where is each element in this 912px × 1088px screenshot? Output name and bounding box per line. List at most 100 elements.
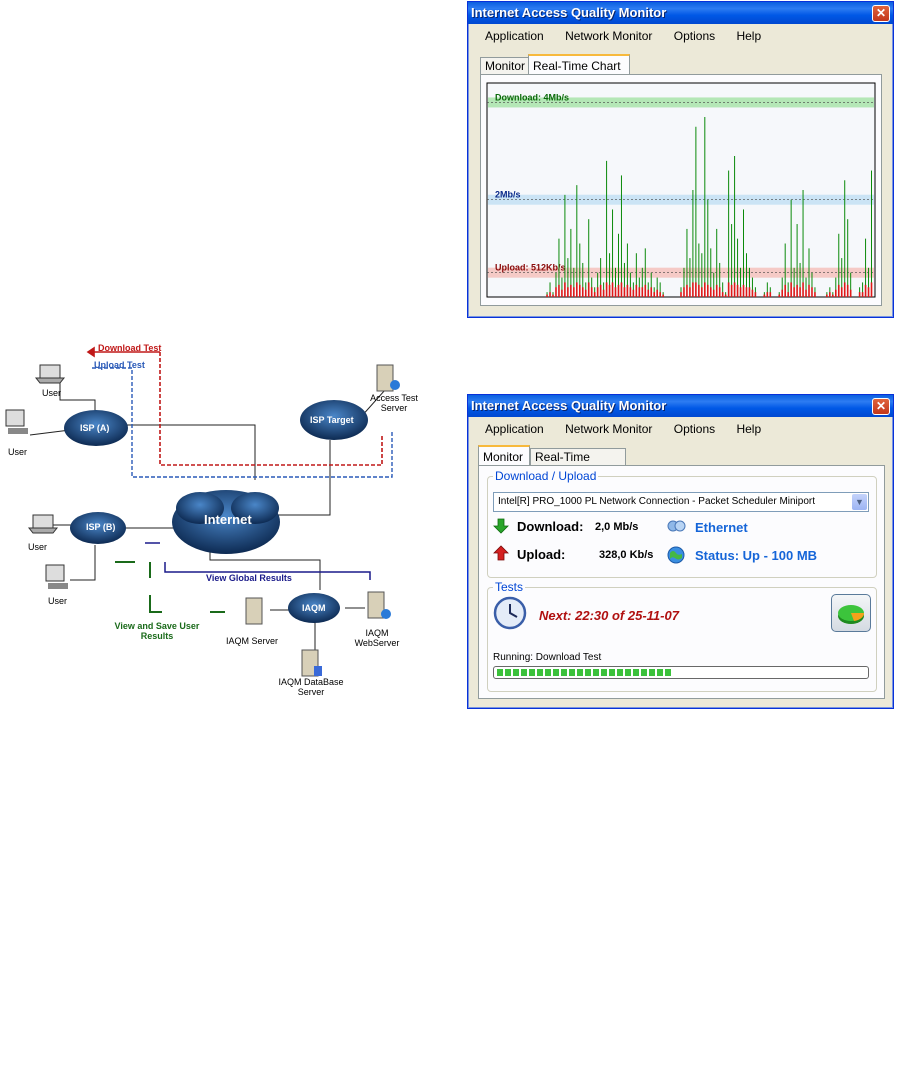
progress-chunk (569, 669, 575, 676)
ethernet-label: Ethernet (695, 520, 748, 535)
progress-chunk (537, 669, 543, 676)
server-icon (376, 364, 400, 392)
internet-label: Internet (204, 512, 252, 527)
cloud-isp-a (64, 410, 128, 446)
test-progress-bar (493, 666, 869, 679)
chevron-down-icon[interactable]: ▼ (852, 494, 867, 510)
monitor-panel: Download / Upload Intel[R] PRO_1000 PL N… (478, 465, 885, 699)
progress-chunk (553, 669, 559, 676)
user-label: User (48, 596, 68, 606)
tab-monitor[interactable]: Monitor (480, 57, 532, 75)
menu-network-monitor[interactable]: Network Monitor (565, 422, 653, 436)
status-label: Status: Up - 100 MB (695, 548, 818, 563)
menu-help[interactable]: Help (736, 29, 762, 43)
pie-chart-icon (838, 605, 865, 624)
progress-chunk (497, 669, 503, 676)
globe-icon (667, 546, 685, 564)
progress-chunk (625, 669, 631, 676)
progress-chunk (657, 669, 663, 676)
realtime-chart-window: Internet Access Quality Monitor ✕ Applic… (467, 1, 894, 318)
progress-chunk (617, 669, 623, 676)
reference-label: 2Mb/s (495, 190, 521, 200)
iaqm-cloud-label: IAQM (302, 603, 326, 613)
progress-chunk (513, 669, 519, 676)
progress-chunk (561, 669, 567, 676)
adapter-select[interactable]: Intel[R] PRO_1000 PL Network Connection … (493, 492, 869, 512)
download-test-label: Download Test (98, 343, 162, 353)
desktop-icon (5, 409, 28, 434)
menu-application[interactable]: Application (485, 29, 544, 43)
upload-arrow-icon (493, 545, 509, 561)
upload-label: Upload: (517, 547, 566, 562)
reference-label: Upload: 512Kb/s (495, 263, 566, 273)
clock-icon (493, 596, 527, 630)
upload-value: 328,0 Kb/s (599, 549, 654, 561)
adapter-value: Intel[R] PRO_1000 PL Network Connection … (498, 496, 816, 507)
database-server-icon (301, 649, 322, 677)
results-button[interactable] (831, 594, 871, 632)
monitor-window: Internet Access Quality Monitor ✕ Applic… (467, 394, 894, 709)
next-test: Next: 22:30 of 25-11-07 (539, 608, 679, 623)
progress-chunk (585, 669, 591, 676)
progress-chunk (601, 669, 607, 676)
progress-chunk (593, 669, 599, 676)
menu-bar: Application Network Monitor Options Help (476, 26, 770, 46)
cloud-isp-b (70, 512, 126, 544)
close-icon[interactable]: ✕ (872, 398, 890, 415)
tab-realtime-chart[interactable]: Real-Time Chart (528, 54, 630, 76)
laptop-icon (34, 364, 66, 384)
reference-band (488, 267, 874, 278)
laptop-icon (27, 514, 59, 534)
progress-chunk (529, 669, 535, 676)
running-status: Running: Download Test (493, 652, 602, 663)
isp-a-label: ISP (A) (80, 423, 110, 433)
tests-group (487, 587, 877, 692)
progress-chunk (641, 669, 647, 676)
menu-help[interactable]: Help (736, 422, 762, 436)
tab-realtime-chart[interactable]: Real-Time Chart (530, 448, 626, 481)
global-results-path (145, 542, 371, 580)
server-icon (367, 591, 391, 619)
download-test-path (159, 352, 383, 466)
reference-label: Download: 4Mb/s (495, 92, 569, 102)
group-label: Tests (493, 580, 526, 594)
desktop-icon (45, 564, 68, 589)
progress-chunk (545, 669, 551, 676)
progress-chunk (609, 669, 615, 676)
ethernet-icon (667, 520, 686, 532)
close-icon[interactable]: ✕ (872, 5, 890, 22)
reference-band (488, 97, 874, 108)
isp-b-label: ISP (B) (86, 522, 116, 532)
cloud-iaqm (288, 593, 340, 623)
menu-options[interactable]: Options (673, 29, 716, 43)
network-diagram (5, 346, 400, 677)
view-save-results-label: View and Save User Results (114, 621, 200, 641)
user-label: User (42, 388, 62, 398)
view-global-results-label: View Global Results (206, 573, 292, 583)
tab-monitor[interactable]: Monitor (478, 445, 530, 467)
window-title: Internet Access Quality Monitor (468, 2, 893, 24)
upload-test-label: Upload Test (94, 360, 145, 370)
download-arrow-icon (493, 518, 509, 534)
progress-chunk (649, 669, 655, 676)
arrow-icon (86, 346, 160, 358)
download-label: Download: (517, 519, 584, 534)
iaqm-webserver-label: IAQM WebServer (354, 628, 400, 648)
progress-chunk (665, 669, 671, 676)
cloud-isp-target (300, 400, 368, 440)
download-value: 2,0 Mb/s (595, 521, 639, 533)
progress-chunk (577, 669, 583, 676)
progress-chunk (521, 669, 527, 676)
cloud-internet (172, 490, 280, 554)
menu-network-monitor[interactable]: Network Monitor (565, 29, 653, 43)
user-label: User (8, 447, 28, 457)
menu-options[interactable]: Options (673, 422, 716, 436)
upload-test-path (92, 367, 393, 478)
menu-application[interactable]: Application (485, 422, 544, 436)
menu-bar: Application Network Monitor Options Help (476, 419, 770, 439)
access-test-server-label: Access Test Server (370, 393, 418, 413)
save-results-path (115, 561, 225, 613)
plot-area (486, 82, 876, 298)
